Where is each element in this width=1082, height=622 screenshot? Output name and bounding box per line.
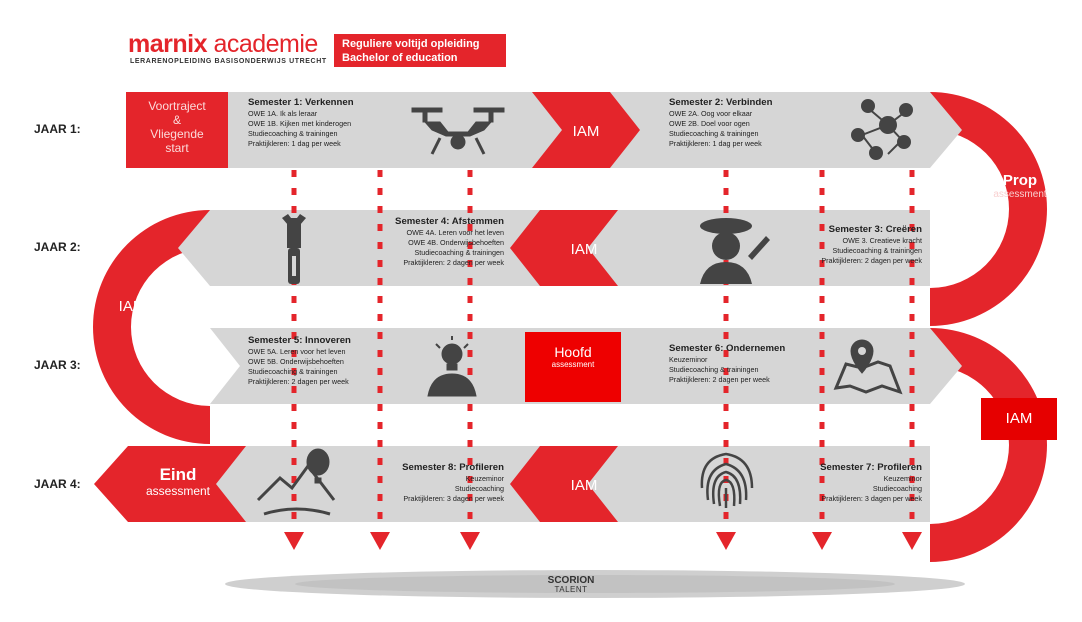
semester-line: Praktijkleren: 1 dag per week (248, 139, 341, 148)
semester-3: Semester 3: Creëren OWE 3. Creatieve kra… (776, 224, 922, 266)
eind-title: Eind (159, 465, 197, 484)
semester-2: Semester 2: Verbinden OWE 2A. Oog voor e… (669, 97, 772, 149)
painter-icon (700, 218, 770, 284)
semester-line: Studiecoaching (454, 484, 504, 493)
semester-line: OWE 4A. Leren voor het leven (406, 228, 504, 237)
semester-line: Praktijkleren: 2 dagen per week (821, 256, 922, 265)
year-label-4: JAAR 4: (34, 477, 81, 491)
fingerprint-icon (700, 452, 754, 508)
semester-title: Semester 6: Ondernemen (669, 343, 786, 354)
semester-line: OWE 5B. Onderwijsbehoeften (248, 357, 344, 366)
semester-title: Semester 5: Innoveren (248, 335, 351, 346)
drone-icon (411, 107, 505, 155)
semester-line: OWE 2A. Oog voor elkaar (669, 109, 753, 118)
semester-line: OWE 1A. Ik als leraar (248, 109, 318, 118)
semester-title: Semester 3: Creëren (828, 224, 922, 235)
left-curve-year2-3 (93, 210, 210, 444)
program-line-1: Reguliere voltijd opleiding (342, 38, 480, 50)
semester-line: Praktijkleren: 3 dagen per week (403, 494, 504, 503)
semester-title: Semester 8: Profileren (402, 462, 504, 473)
zipper-icon (282, 214, 306, 284)
start-line-3: Vliegende (150, 127, 204, 141)
scorion-logo: SCORION TALENT (541, 575, 601, 595)
semester-6: Semester 6: Ondernemen Keuzeminor Studie… (669, 343, 785, 385)
semester-line: Praktijkleren: 3 dagen per week (821, 494, 922, 503)
semester-4: Semester 4: Afstemmen OWE 4A. Leren voor… (344, 216, 504, 268)
eind-subtitle: assessment (145, 484, 211, 498)
logo-light: academie (213, 30, 318, 58)
network-icon (851, 99, 913, 160)
iam-arrow-year4 (510, 446, 618, 522)
semester-8: Semester 8: Profileren Keuzeminor Studie… (344, 462, 504, 504)
semester-line: Studiecoaching & trainingen (248, 129, 338, 138)
logo-brand: marnix (128, 30, 207, 58)
marnix-logo: marnix academie (128, 30, 318, 59)
semester-line: OWE 2B. Doel voor ogen (669, 119, 750, 128)
semester-line: Studiecoaching & trainingen (414, 248, 504, 257)
semester-line: Keuzeminor (883, 474, 922, 483)
map-pin-icon (833, 339, 903, 395)
hoofd-assessment: Hoofd assessment (525, 332, 621, 402)
semester-title: Semester 4: Afstemmen (395, 216, 504, 227)
semester-line: Praktijkleren: 1 dag per week (669, 139, 762, 148)
start-label: Voortraject & Vliegende start (126, 99, 228, 155)
start-line-2: & (172, 113, 181, 127)
iam-label-left-curve: IAM (119, 298, 146, 315)
right-curve-year1-2 (930, 92, 1047, 326)
hoofd-title: Hoofd (554, 344, 592, 360)
iam-box-right: IAM (981, 398, 1057, 440)
semester-title: Semester 7: Profileren (820, 462, 922, 473)
prop-title: Prop (1002, 172, 1038, 189)
start-line-1: Voortraject (148, 99, 206, 113)
semester-line: Studiecoaching (872, 484, 922, 493)
semester-line: Studiecoaching & trainingen (669, 365, 759, 374)
semester-line: OWE 1B. Kijken met kinderogen (248, 119, 352, 128)
band-year1 (126, 92, 962, 168)
mountain-balloon-icon (256, 448, 336, 516)
iam-label-year4: IAM (571, 477, 598, 494)
semester-1: Semester 1: Verkennen OWE 1A. Ik als ler… (248, 97, 354, 149)
iam-arrow-year1 (532, 92, 640, 168)
semester-line: OWE 5A. Leren voor het leven (248, 347, 346, 356)
program-badge: Reguliere voltijd opleiding Bachelor of … (334, 34, 506, 67)
scorion-brand: SCORION (547, 575, 595, 586)
semester-line: Praktijkleren: 2 dagen per week (248, 377, 349, 386)
semester-7: Semester 7: Profileren Keuzeminor Studie… (776, 462, 922, 504)
scorion-sub: TALENT (554, 585, 588, 594)
start-block (126, 92, 228, 168)
semester-line: Studiecoaching & trainingen (832, 246, 922, 255)
semester-title: Semester 1: Verkennen (248, 97, 354, 108)
start-line-4: start (165, 141, 189, 155)
program-line-2: Bachelor of education (342, 52, 458, 64)
semester-line: Keuzeminor (465, 474, 504, 483)
semester-line: Keuzeminor (669, 355, 708, 364)
prop-subtitle: assessment (993, 189, 1047, 200)
lightbulb-person-icon (427, 336, 477, 397)
arrow-heads (284, 532, 922, 550)
iam-label-year1: IAM (573, 123, 600, 140)
semester-5: Semester 5: Innoveren OWE 5A. Leren voor… (248, 335, 351, 387)
semester-line: Praktijkleren: 2 dagen per week (403, 258, 504, 267)
semester-title: Semester 2: Verbinden (669, 97, 773, 108)
year-label-1: JAAR 1: (34, 122, 81, 136)
eind-assessment: Eind assessment (128, 465, 228, 498)
eind-arrow (94, 446, 246, 522)
logo-subtitle: LERARENOPLEIDING BASISONDERWIJS UTRECHT (130, 58, 327, 65)
iam-label-year2: IAM (571, 241, 598, 258)
right-curve-year3-4 (930, 328, 1047, 562)
semester-line: Studiecoaching & trainingen (248, 367, 338, 376)
semester-line: Studiecoaching & trainingen (669, 129, 759, 138)
year-label-3: JAAR 3: (34, 358, 81, 372)
hoofd-subtitle: assessment (551, 360, 595, 369)
semester-line: OWE 4B. Onderwijsbehoeften (408, 238, 504, 247)
iam-arrow-year2 (510, 210, 618, 286)
year-label-2: JAAR 2: (34, 240, 81, 254)
semester-line: OWE 3. Creatieve kracht (842, 236, 923, 245)
prop-assessment: Prop assessment (980, 172, 1060, 200)
semester-line: Praktijkleren: 2 dagen per week (669, 375, 770, 384)
